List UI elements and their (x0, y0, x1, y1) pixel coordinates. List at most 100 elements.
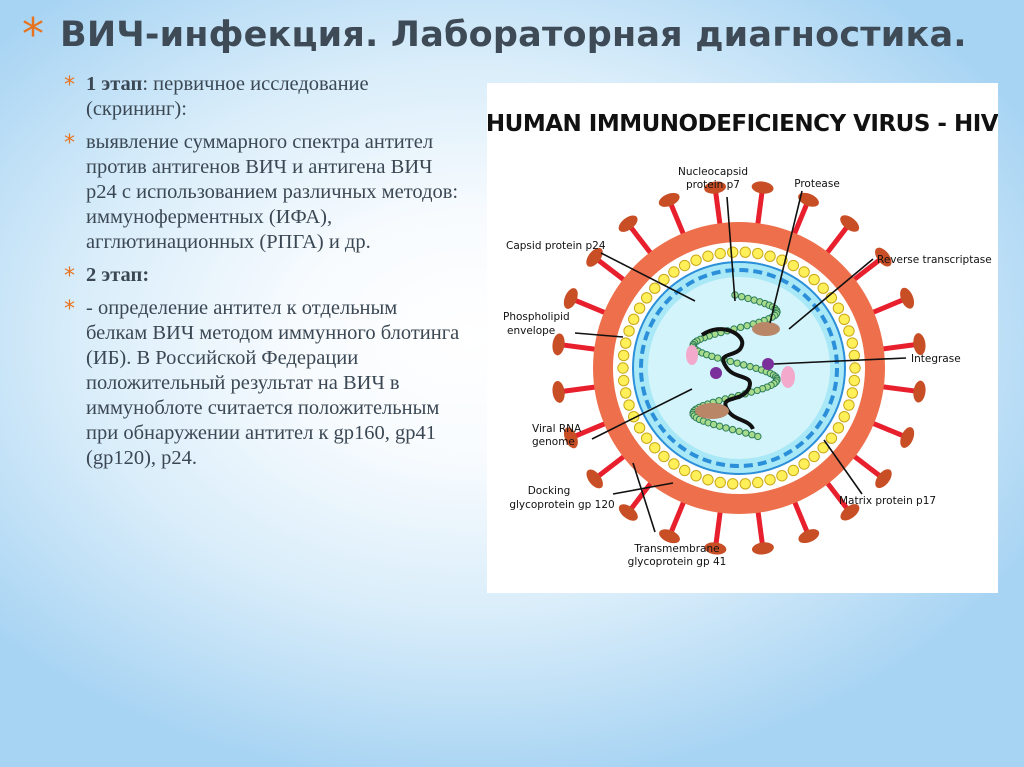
matrix-bead (832, 302, 845, 314)
rna-bead (733, 359, 741, 367)
spike-knob (840, 504, 860, 521)
spike-knob (563, 427, 578, 449)
rna-bead (722, 424, 730, 432)
label-matrix: Matrix protein p17 (839, 495, 936, 507)
matrix-bead (787, 259, 800, 272)
matrix-bead (848, 374, 861, 387)
matrix-bead (617, 374, 630, 387)
spike-knob (563, 288, 578, 309)
matrix-bead (640, 292, 653, 304)
viral-rna-genome (689, 291, 781, 441)
stage1-label: 1 этап (86, 73, 143, 95)
spike-stalk (867, 419, 905, 439)
spike-knob (618, 215, 638, 232)
spike-stalk (867, 297, 905, 317)
matrix-bead (808, 273, 820, 286)
diagram-header: HUMAN IMMUNODEFICIENCY VIRUS - HIV (487, 111, 998, 137)
matrix-bead (817, 282, 829, 294)
stage2-label: 2 этап: (86, 264, 150, 286)
spike-layer (552, 181, 926, 555)
matrix-bead (764, 250, 776, 262)
spike-stalk (668, 496, 688, 534)
spike-stalk (877, 342, 916, 353)
matrix-bead (817, 442, 829, 454)
spike-knob (840, 215, 860, 232)
spike-stalk (822, 225, 850, 259)
matrix-bead (658, 450, 670, 463)
matrix-bead (739, 246, 751, 258)
label-viral-rna-line1: Viral RNA (532, 423, 582, 435)
spike-stalk (754, 191, 765, 230)
matrix-bead (678, 464, 691, 477)
matrix-bead (727, 246, 739, 258)
matrix-bead (849, 362, 861, 374)
spike-stalk (573, 419, 611, 439)
matrix-bead (808, 450, 820, 463)
protease-blob-icon (752, 322, 780, 336)
label-nucleocapsid-line1: Nucleocapsid (678, 166, 748, 178)
pink-enzyme-right-icon (781, 366, 795, 388)
label-docking-line1: Docking (528, 485, 571, 497)
matrix-bead (787, 464, 800, 477)
spike-stalk (562, 342, 601, 353)
matrix-bead (690, 470, 702, 482)
matrix-bead (690, 254, 702, 266)
matrix-bead (739, 478, 751, 490)
reverse-transcriptase-blob-icon (695, 403, 729, 419)
spike-knob (900, 287, 915, 309)
bullet-star-icon: * (64, 264, 75, 289)
integrase-right-icon (762, 358, 774, 370)
slide-title: * ВИЧ-инфекция. Лабораторная диагностика… (22, 6, 1012, 64)
paragraph-screening: * выявление суммарного спектра антител п… (64, 130, 460, 255)
label-transmembrane-line2: glycoprotein gp 41 (628, 556, 727, 568)
matrix-bead (798, 458, 810, 470)
rna-bead (754, 432, 762, 441)
matrix-bead (678, 259, 691, 272)
matrix-bead (702, 474, 714, 486)
matrix-bead (846, 387, 858, 399)
label-protease: Protease (794, 178, 840, 190)
leader-lines (574, 190, 907, 533)
rna-bead (709, 420, 718, 429)
spike-knob (704, 542, 727, 555)
matrix-bead (617, 349, 630, 362)
matrix-bead (838, 313, 850, 325)
label-capsid: Capsid protein p24 (506, 240, 606, 252)
matrix-bead (633, 302, 646, 314)
spike-knob (798, 192, 819, 207)
spike-knob (751, 181, 774, 194)
bullet-star-icon: * (64, 297, 75, 322)
matrix-bead (620, 337, 632, 349)
label-nucleocapsid-line2: protein p7 (686, 179, 740, 191)
label-docking-line2: glycoprotein gp 120 (509, 499, 614, 511)
matrix-bead (668, 458, 680, 470)
pink-enzyme-left-icon (686, 345, 698, 365)
spike-knob (751, 542, 774, 555)
spike-knob (875, 469, 892, 489)
rna-bead (735, 427, 743, 436)
matrix-bead (752, 247, 764, 260)
matrix-bead (825, 432, 838, 444)
spike-knob (586, 247, 603, 267)
rna-bead (736, 323, 745, 332)
label-viral-rna-line2: genome (532, 436, 575, 448)
matrix-bead (838, 411, 850, 423)
spike-knob (552, 380, 565, 403)
matrix-bead (752, 476, 764, 489)
spike-stalk (848, 257, 882, 285)
spike-knob (659, 529, 680, 544)
spike-stalk (596, 257, 630, 285)
spike-stalk (596, 451, 630, 479)
text-content: * 1 этап: первичное исследование (скрини… (64, 72, 460, 479)
matrix-bead (649, 442, 661, 454)
matrix-bead (668, 266, 680, 278)
matrix-bead (714, 247, 726, 260)
spike-knob (586, 469, 603, 489)
spike-knob (913, 333, 926, 356)
matrix-bead (620, 387, 632, 399)
paragraph-immunoblot: * - определение антител к отдельным белк… (64, 296, 460, 471)
stage1-description: : первичное исследование (скрининг): (86, 73, 369, 120)
matrix-bead (649, 282, 661, 294)
matrix-bead (848, 349, 861, 362)
bullet-star-icon: * (64, 73, 75, 98)
